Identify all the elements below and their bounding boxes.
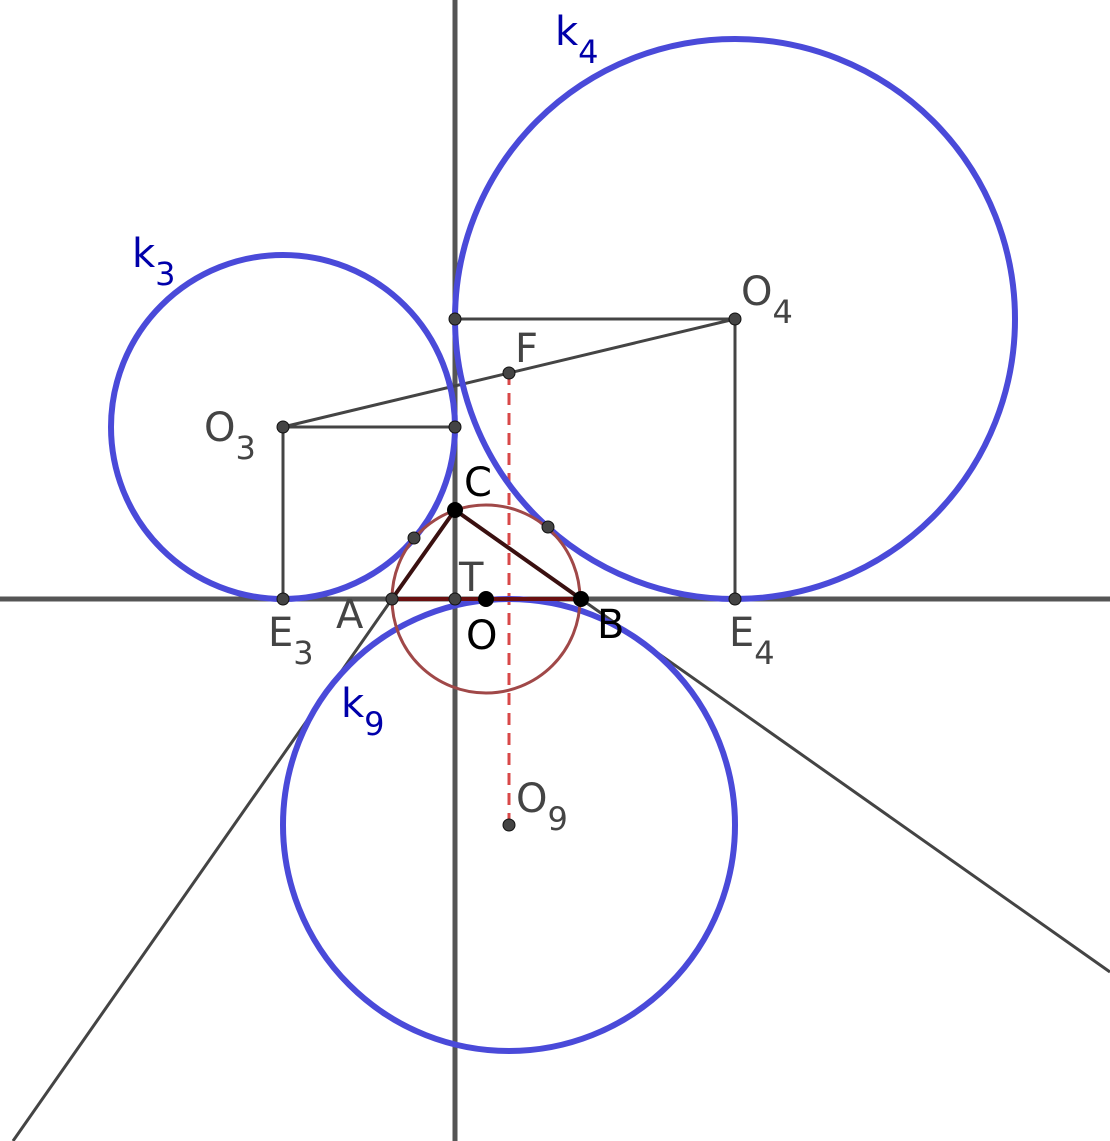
tangent-line-through-b: [580, 597, 1110, 974]
point-a[interactable]: [385, 592, 399, 606]
point-b[interactable]: [573, 591, 589, 607]
point-e3[interactable]: [276, 592, 290, 606]
label-a: A: [336, 592, 364, 638]
label-t: T: [458, 555, 484, 601]
point-y-axis-lower[interactable]: [448, 420, 462, 434]
label-e4: E4: [729, 610, 775, 672]
label-c: C: [464, 460, 492, 506]
point-o9[interactable]: [502, 818, 516, 832]
point-o[interactable]: [478, 591, 494, 607]
point-f[interactable]: [502, 366, 516, 380]
point-tangent-left[interactable]: [407, 531, 421, 545]
label-k9: k9: [341, 681, 385, 743]
label-o9: O9: [516, 776, 568, 838]
label-o: O: [466, 613, 497, 659]
label-b: B: [597, 602, 624, 648]
point-tangent-right[interactable]: [541, 520, 555, 534]
point-o4[interactable]: [728, 312, 742, 326]
label-e3: E3: [268, 610, 314, 672]
point-c[interactable]: [447, 502, 463, 518]
label-k3: k3: [132, 231, 176, 293]
label-k4: k4: [555, 9, 599, 71]
label-f: F: [515, 326, 538, 372]
point-t[interactable]: [448, 592, 462, 606]
point-e4[interactable]: [728, 592, 742, 606]
point-o3[interactable]: [276, 420, 290, 434]
label-o4: O4: [741, 269, 793, 331]
point-y-axis-upper[interactable]: [448, 312, 462, 326]
label-o3: O3: [204, 405, 256, 467]
